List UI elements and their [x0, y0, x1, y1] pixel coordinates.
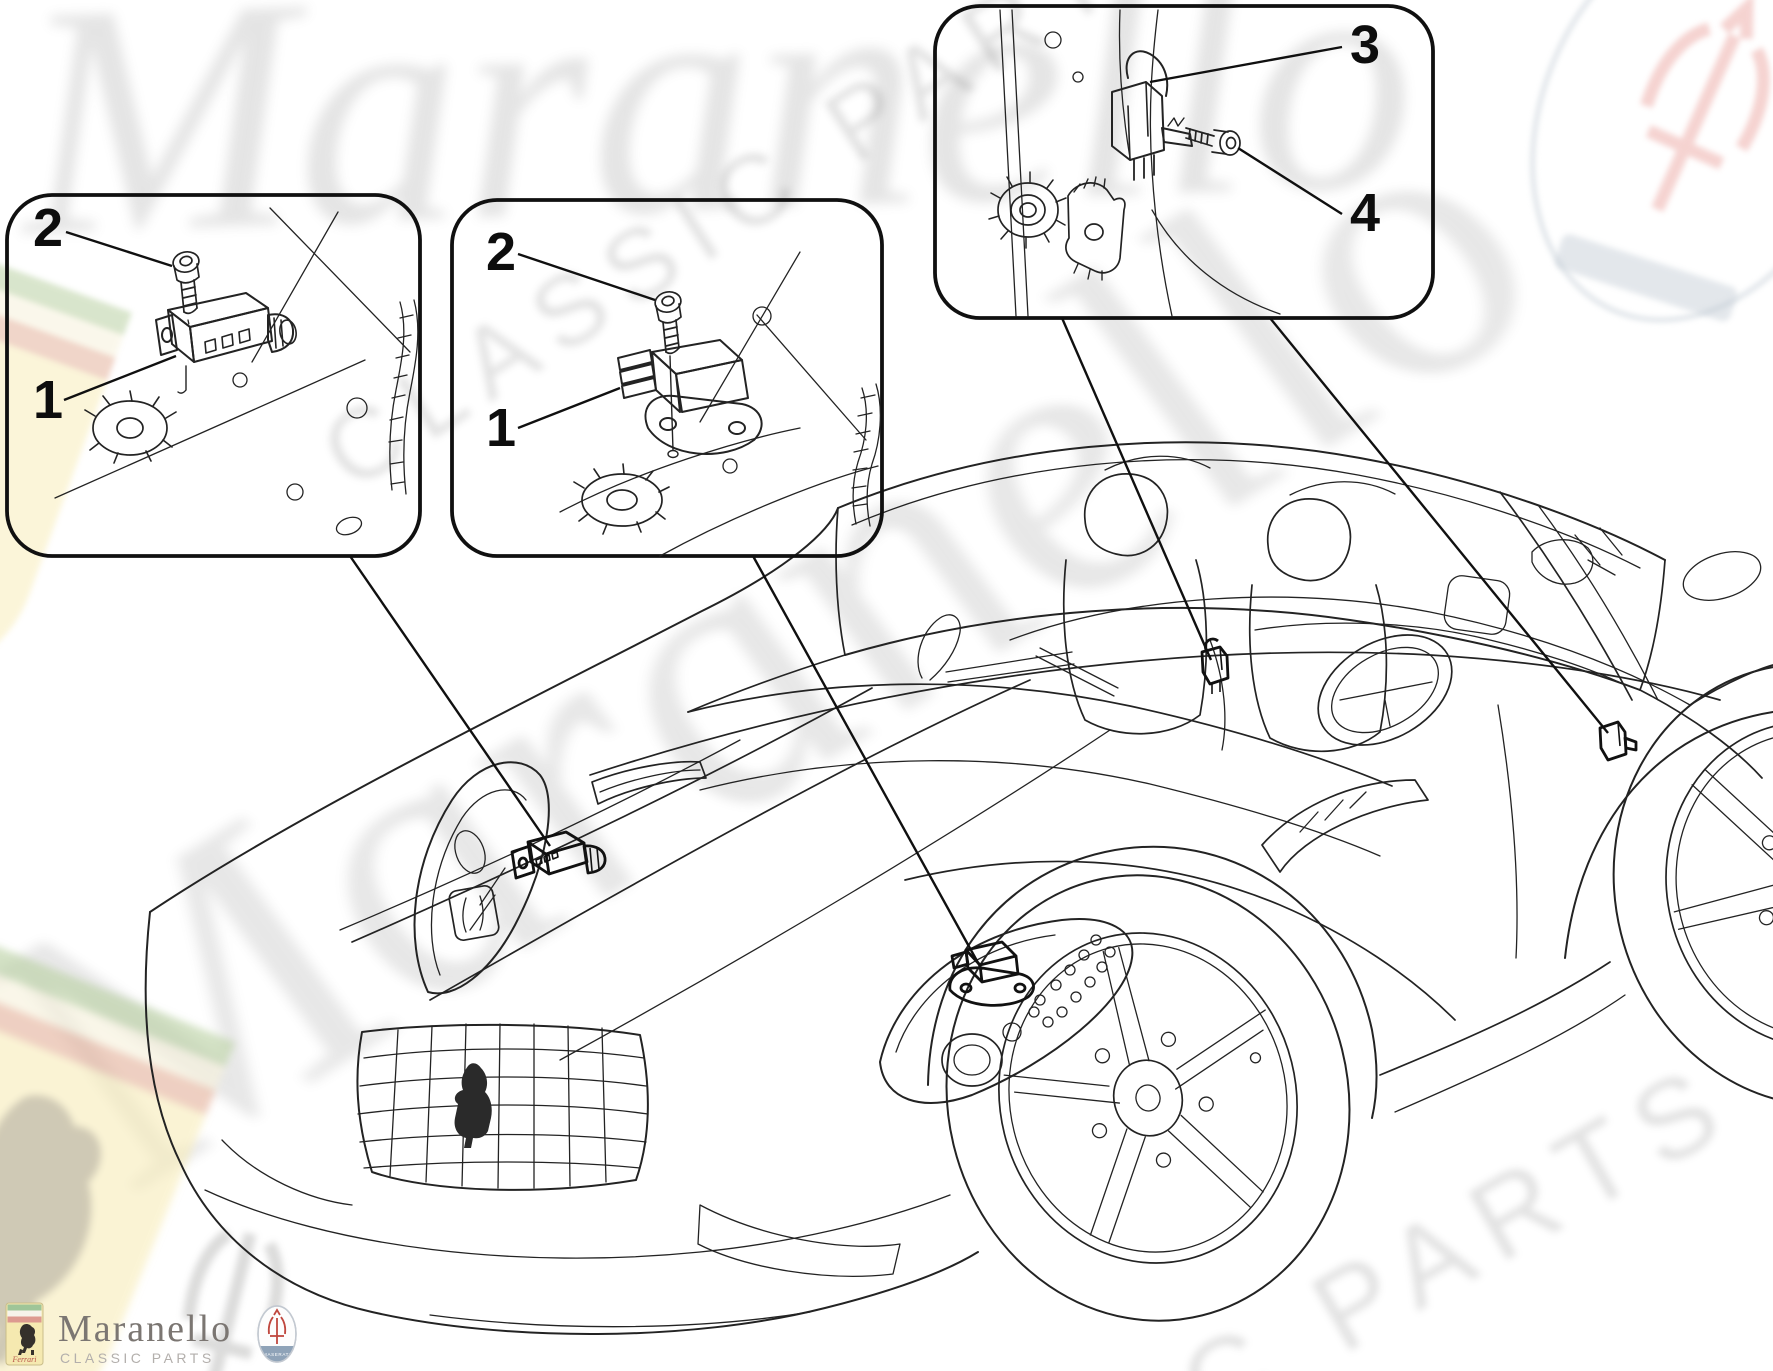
ferrari-shield-watermark-upper: Ferrari — [0, 210, 132, 703]
front-grille — [356, 1023, 649, 1191]
headlight-left — [413, 761, 550, 995]
hood-badge — [448, 884, 500, 942]
grille-horse-icon — [454, 1063, 492, 1148]
label-leader-sensor-box1 — [63, 354, 177, 402]
cockpit-interior — [1009, 455, 1691, 753]
label-leader-sensor-box3 — [1149, 45, 1343, 84]
leader-box3-to-door — [1269, 317, 1609, 734]
prancing-horse-icon — [18, 1323, 36, 1355]
sensor-detail-box1 — [155, 292, 297, 394]
ferrari-shield-watermark-lower — [0, 915, 236, 1371]
sensor-on-headlight — [948, 940, 1035, 1007]
svg-text:Ferrari: Ferrari — [0, 453, 2, 602]
ferrari-badge: Ferrari — [5, 1302, 44, 1366]
maserati-oval-watermark — [1530, 0, 1773, 322]
part-label-sensor-box1: 1 — [33, 370, 63, 430]
bracket-detail-box3 — [1065, 176, 1126, 281]
trident-icon — [267, 1308, 287, 1344]
part-label-screw-box3: 4 — [1350, 183, 1380, 243]
part-label-screw-box2: 2 — [486, 222, 516, 282]
maserati-badge-label: MASERATI — [263, 1352, 291, 1357]
seat-left — [1083, 473, 1169, 557]
callout-leader-lines — [349, 317, 1609, 971]
footer-brand-name: Maranello — [58, 1308, 232, 1350]
sensor-on-hood — [510, 830, 607, 880]
sensor-detail-box2 — [617, 339, 763, 455]
watermark-classic-parts-bottom: CLASSIC PARTS — [712, 1036, 1756, 1371]
screw-detail-box3 — [1185, 127, 1241, 156]
sensor-on-door — [1598, 720, 1638, 762]
part-label-sensor-box2: 1 — [486, 398, 516, 458]
seat-right — [1266, 498, 1352, 582]
sensor-detail-box3 — [1111, 50, 1193, 181]
side-vent — [1261, 779, 1429, 873]
footer-logo: Ferrari Maranello CLASSIC PARTS MASERATI — [5, 1302, 297, 1366]
trident-watermark-icon — [1640, 0, 1770, 212]
part-label-screw-box1: 2 — [33, 198, 63, 258]
ferrari-badge-label: Ferrari — [12, 1355, 37, 1364]
leader-box3-to-windshield — [1060, 317, 1213, 661]
hood-scoop — [591, 760, 707, 805]
body-side — [1261, 551, 1773, 1113]
callout-box-front-left-sensor: 2 1 — [5, 193, 422, 558]
label-leader-screw-box1 — [65, 230, 173, 268]
label-leader-sensor-box2 — [517, 386, 621, 430]
windshield-wiper — [917, 614, 1119, 697]
callout-box-door-pillar-sensor: 3 4 — [933, 4, 1435, 320]
washer-detail-box3 — [988, 171, 1067, 249]
windshield — [835, 441, 1666, 701]
car-body-outline — [144, 507, 1721, 1335]
front-wheel — [945, 874, 1351, 1322]
leader-box2-to-headlight — [751, 555, 984, 971]
washer-detail-box1 — [84, 390, 177, 464]
label-leader-screw-box3 — [1237, 146, 1343, 216]
bumper-duct — [697, 1204, 901, 1277]
label-leader-screw-box2 — [517, 252, 656, 302]
rear-wheel — [1612, 663, 1773, 1107]
prancing-horse-watermark-icon — [0, 1095, 101, 1366]
maserati-badge: MASERATI — [257, 1305, 297, 1363]
callout-box-front-right-sensor: 2 1 — [450, 198, 884, 558]
steering-wheel — [1317, 634, 1453, 746]
leader-box1-to-hood — [349, 555, 551, 847]
rear-wheel-arch — [1564, 711, 1773, 959]
washer-detail-box2 — [573, 463, 670, 535]
side-mirror — [1531, 539, 1616, 585]
part-label-sensor-box3: 3 — [1350, 15, 1380, 75]
footer-brand-tagline: CLASSIC PARTS — [60, 1350, 215, 1366]
